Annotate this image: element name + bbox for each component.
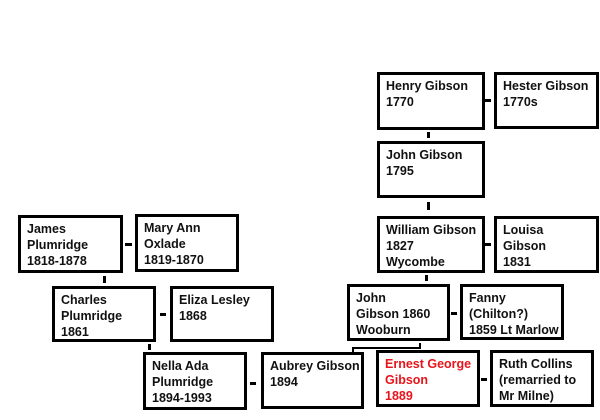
name2: Plumridge xyxy=(27,238,89,252)
name: Louisa xyxy=(503,223,544,237)
note2: Mr Milne) xyxy=(499,389,554,403)
name: Nella Ada xyxy=(152,359,209,373)
person-eliza-lesley: Eliza Lesley 1868 xyxy=(170,286,274,342)
person-henry-gibson: Henry Gibson 1770 xyxy=(377,72,485,130)
descent-connector xyxy=(427,132,430,138)
descent-connector xyxy=(425,275,428,281)
name: Mary Ann xyxy=(144,221,201,235)
marriage-connector xyxy=(250,382,256,385)
year: 1861 xyxy=(61,325,89,339)
name: Ernest George xyxy=(385,357,472,371)
note: (remarried to xyxy=(499,373,577,387)
name2: Oxlade xyxy=(144,237,186,251)
name: Eliza Lesley xyxy=(179,293,250,307)
marriage-connector xyxy=(125,243,132,246)
name: Ruth Collins xyxy=(499,357,573,371)
name: Hester Gibson xyxy=(503,79,589,93)
year: 1894 xyxy=(270,375,298,389)
name2: Gibson xyxy=(503,239,547,253)
year: 1859 Lt Marlow xyxy=(469,323,559,337)
name: William Gibson xyxy=(386,223,477,237)
person-aubrey-gibson: Aubrey Gibson 1894 xyxy=(261,352,364,409)
year: 1795 xyxy=(386,164,414,178)
year: 1868 xyxy=(179,309,207,323)
year: 1770 xyxy=(386,95,414,109)
sibling-connector xyxy=(352,347,421,349)
marriage-connector xyxy=(160,313,166,316)
name: Charles xyxy=(61,293,107,307)
name: Henry Gibson xyxy=(386,79,468,93)
person-fanny: Fanny (Chilton?) 1859 Lt Marlow xyxy=(460,284,564,340)
year: 1894-1993 xyxy=(152,391,212,405)
year: 1827 xyxy=(386,239,414,253)
name2: Gibson xyxy=(385,373,429,387)
name2: Gibson 1860 xyxy=(356,307,431,321)
name: James xyxy=(27,222,66,236)
descent-connector xyxy=(148,344,151,350)
year: 1831 xyxy=(503,255,531,269)
year: 1818-1878 xyxy=(27,254,87,268)
name: Fanny xyxy=(469,291,506,305)
year: 1819-1870 xyxy=(144,253,204,267)
sibling-connector xyxy=(352,347,354,352)
marriage-connector xyxy=(481,378,487,381)
marriage-connector xyxy=(485,243,491,246)
descent-connector xyxy=(427,202,430,210)
marriage-connector xyxy=(451,312,457,315)
name2: Plumridge xyxy=(152,375,214,389)
person-ruth-collins: Ruth Collins (remarried to Mr Milne) xyxy=(490,350,594,407)
descent-connector xyxy=(103,276,106,283)
person-john-gibson-1795: John Gibson 1795 xyxy=(377,141,485,198)
year: 1889 xyxy=(385,389,413,403)
place: Wycombe xyxy=(386,255,445,269)
name: John Gibson xyxy=(386,148,463,162)
place: Wooburn xyxy=(356,323,411,337)
name2: Plumridge xyxy=(61,309,123,323)
name: Aubrey Gibson xyxy=(270,359,360,373)
marriage-connector xyxy=(485,99,491,102)
name: John xyxy=(356,291,386,305)
year: 1770s xyxy=(503,95,538,109)
person-hester-gibson: Hester Gibson 1770s xyxy=(494,72,599,129)
name2: (Chilton?) xyxy=(469,307,529,321)
sibling-connector xyxy=(419,343,421,349)
